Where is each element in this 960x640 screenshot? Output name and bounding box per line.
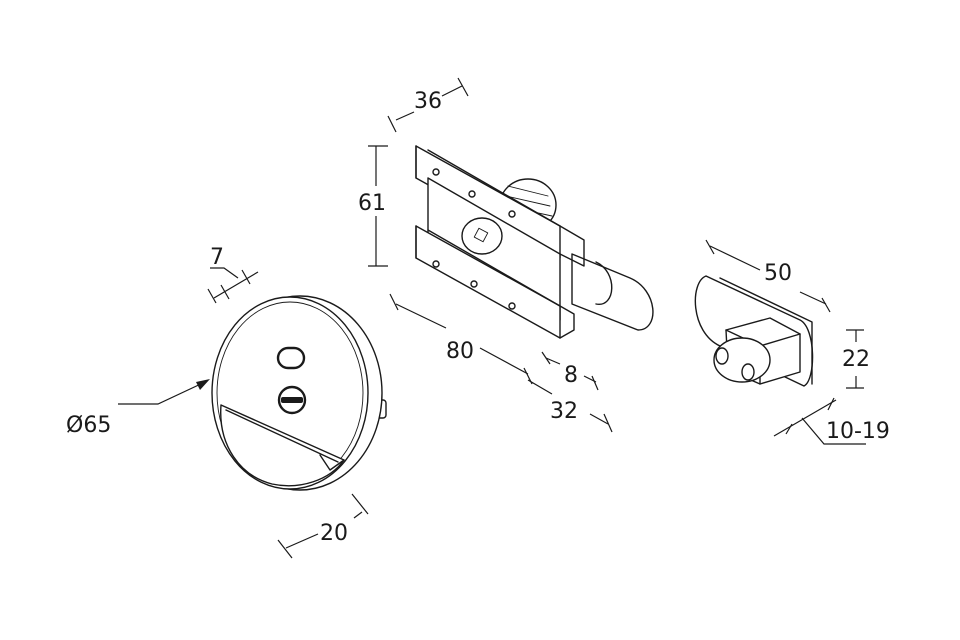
rose-thickness-dimension (207, 267, 259, 304)
keeper-height-dimension (846, 329, 864, 389)
bolt-offset-dimension (541, 351, 599, 391)
bolt-throw-label: 32 (550, 399, 578, 424)
bolt-height-dimension (368, 145, 388, 267)
bolt-body (415, 145, 654, 339)
diameter-label: Ø65 (66, 413, 111, 438)
bolt-length-label: 80 (446, 339, 474, 364)
keeper-height-label: 22 (842, 347, 870, 372)
door-thickness-label: 10-19 (826, 419, 890, 444)
keeper-length-dimension (705, 239, 831, 313)
diameter-dimension (118, 379, 210, 405)
rose-depth-dimension (277, 493, 369, 559)
bolt-height-label: 61 (358, 191, 386, 216)
bolt-offset-label: 8 (564, 363, 578, 388)
keeper-length-label: 50 (764, 261, 792, 286)
indicator-rose (211, 295, 387, 491)
bolt-throw-dimension (527, 379, 613, 433)
bolt-width-dimension (387, 77, 469, 133)
door-thickness-dimension (773, 397, 866, 445)
rose-thickness-label: 7 (210, 245, 224, 270)
bolt-width-label: 36 (414, 89, 442, 114)
rose-depth-label: 20 (320, 521, 348, 546)
keeper (694, 275, 814, 387)
